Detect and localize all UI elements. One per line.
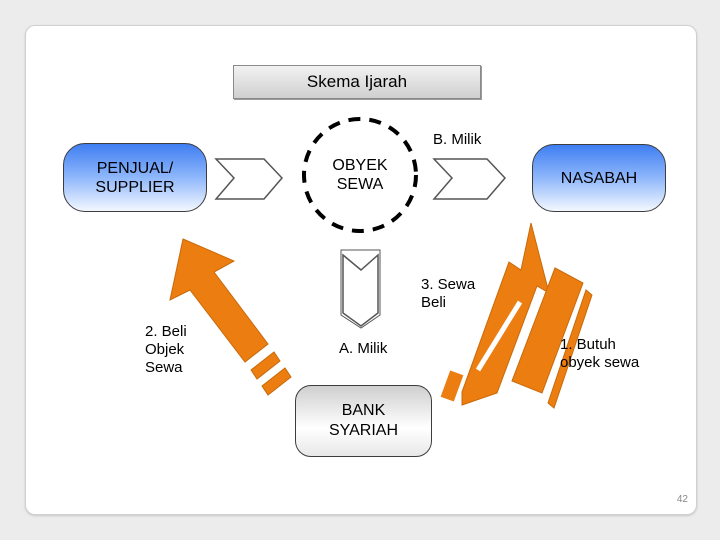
arrow-highlight (475, 300, 523, 372)
label-b-milik: B. Milik (433, 131, 482, 148)
diagram-title: Skema Ijarah (233, 65, 481, 99)
label-butuh-obyek-sewa: 1. Butuh obyek sewa (560, 336, 640, 371)
obyek-sewa-circle (302, 117, 418, 233)
obyek-sewa-label: OBYEK SEWA (332, 157, 388, 193)
label-beli-objek-sewa: 2. Beli Objek Sewa (145, 323, 187, 376)
arrow-tail-block (440, 370, 464, 402)
arrow-butuh (461, 222, 593, 409)
label-a-milik: A. Milik (339, 340, 388, 357)
page-number: 42 (676, 494, 688, 505)
label-sewa-beli: 3. Sewa Beli (421, 276, 476, 311)
nasabah-node: NASABAH (532, 144, 666, 212)
chevron-arrow-penjual-to-obyek (214, 158, 284, 200)
arrow-beli (169, 238, 292, 396)
penjual-supplier-node: PENJUAL/ SUPPLIER (63, 143, 207, 212)
bank-syariah-node: BANK SYARIAH (295, 385, 432, 457)
chevron-arrow-down-inner (342, 253, 379, 327)
chevron-arrow-obyek-to-nasabah (432, 158, 507, 200)
